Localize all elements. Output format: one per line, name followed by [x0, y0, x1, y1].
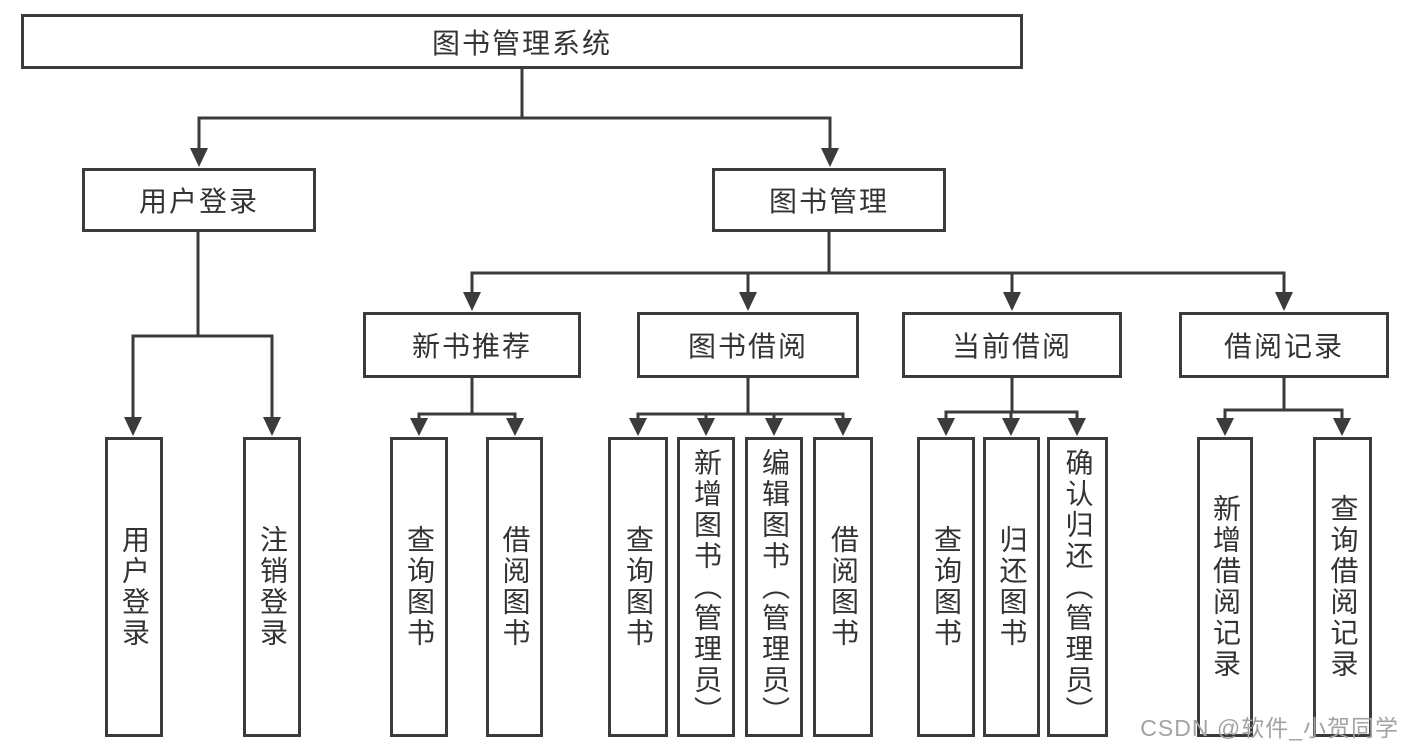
leaf-add-borrow-record: 新增借阅记录	[1197, 437, 1253, 737]
leaf-add-book-admin: 新增图书（管理员）	[677, 437, 735, 737]
node-user-login-label: 用户登录	[138, 186, 259, 217]
leaf-query-book-recommend-label: 查询图书	[404, 525, 435, 649]
node-borrow-record: 借阅记录	[1179, 312, 1389, 378]
leaf-edit-book-admin: 编辑图书（管理员）	[745, 437, 803, 737]
leaf-query-borrow-record: 查询借阅记录	[1313, 437, 1372, 737]
node-root-label: 图书管理系统	[431, 27, 612, 59]
node-current-borrow: 当前借阅	[902, 312, 1122, 378]
connector-new-book-children	[410, 377, 524, 436]
node-book-mgmt: 图书管理	[712, 168, 946, 232]
leaf-query-borrow-record-label: 查询借阅记录	[1327, 494, 1359, 680]
leaf-confirm-return-admin-label: 确认归还（管理员）	[1062, 447, 1094, 727]
leaf-borrow-book: 借阅图书	[813, 437, 873, 737]
node-borrow-record-label: 借阅记录	[1223, 331, 1344, 362]
watermark-text: CSDN @软件_小贺同学	[1140, 715, 1399, 741]
node-book-borrow-label: 图书借阅	[687, 331, 808, 362]
node-user-login: 用户登录	[82, 168, 316, 232]
node-book-mgmt-label: 图书管理	[768, 186, 889, 217]
leaf-user-login: 用户登录	[105, 437, 163, 737]
leaf-query-book-current-label: 查询图书	[931, 525, 962, 649]
leaf-query-book-current: 查询图书	[917, 437, 975, 737]
leaf-query-book-borrow-label: 查询图书	[623, 525, 654, 649]
connector-root-to-level1	[190, 68, 839, 167]
leaf-confirm-return-admin: 确认归还（管理员）	[1047, 437, 1108, 737]
leaf-logout: 注销登录	[243, 437, 301, 737]
leaf-user-login-label: 用户登录	[119, 525, 150, 649]
leaf-return-book: 归还图书	[983, 437, 1040, 737]
connector-book-mgmt-to-level2	[463, 231, 1293, 311]
node-current-borrow-label: 当前借阅	[951, 331, 1072, 362]
leaf-borrow-book-recommend: 借阅图书	[486, 437, 543, 737]
leaf-return-book-label: 归还图书	[996, 525, 1028, 649]
leaf-query-book-borrow: 查询图书	[608, 437, 668, 737]
connector-current-borrow-children	[937, 377, 1086, 436]
leaf-query-book-recommend: 查询图书	[390, 437, 448, 737]
leaf-add-borrow-record-label: 新增借阅记录	[1210, 494, 1241, 680]
leaf-borrow-book-label: 借阅图书	[828, 525, 859, 649]
node-book-borrow: 图书借阅	[637, 312, 859, 378]
connector-book-borrow-children	[629, 377, 852, 436]
leaf-logout-label: 注销登录	[257, 525, 288, 649]
node-root: 图书管理系统	[21, 14, 1023, 69]
leaf-add-book-admin-label: 新增图书（管理员）	[691, 447, 722, 727]
leaf-edit-book-admin-label: 编辑图书（管理员）	[759, 447, 790, 727]
leaf-borrow-book-recommend-label: 借阅图书	[499, 525, 531, 649]
connector-user-login-children	[124, 231, 281, 436]
connector-borrow-record-children	[1216, 377, 1351, 436]
node-new-book-recommend-label: 新书推荐	[411, 331, 532, 362]
node-new-book-recommend: 新书推荐	[363, 312, 581, 378]
